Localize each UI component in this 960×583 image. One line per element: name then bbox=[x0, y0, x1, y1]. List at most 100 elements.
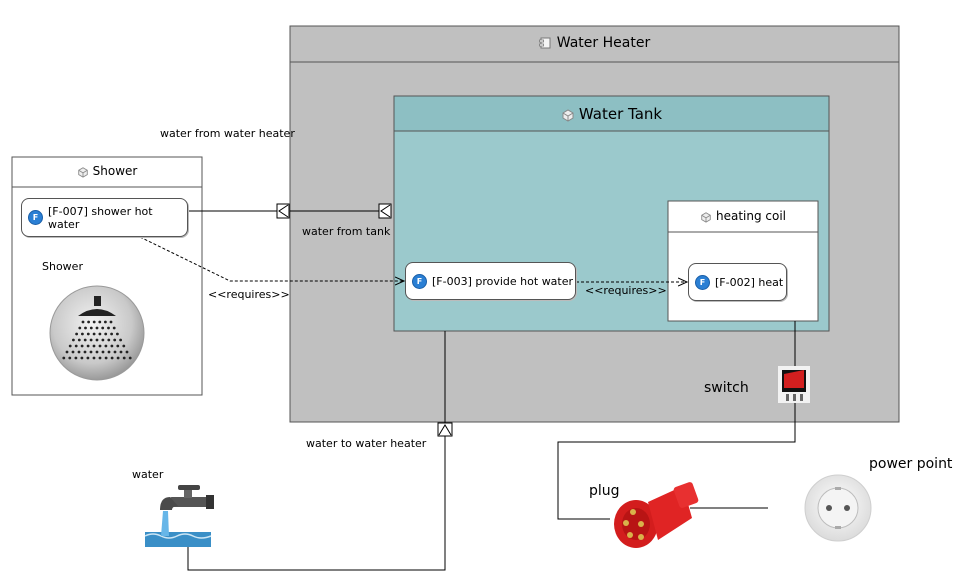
flow-water-to-heater bbox=[187, 331, 453, 571]
shower-spray-dot bbox=[98, 332, 102, 336]
shower-spray-dot bbox=[110, 332, 113, 336]
shower-spray-dot bbox=[80, 344, 84, 348]
shower-head-icon bbox=[49, 285, 145, 381]
shower-spray-dot bbox=[98, 344, 102, 348]
shower-spray-dot bbox=[104, 344, 108, 348]
shower-spray-dot bbox=[77, 350, 81, 354]
shower-spray-dot bbox=[89, 350, 93, 354]
shower-spray-dot bbox=[113, 338, 117, 342]
function-f002-label: [F-002] heat bbox=[715, 275, 784, 289]
shower-spray-dot bbox=[92, 332, 96, 336]
shower-spray-dot bbox=[87, 320, 90, 324]
component-icon bbox=[538, 37, 551, 49]
shower-spray-dot bbox=[112, 326, 116, 330]
shower-spray-dot bbox=[75, 332, 78, 336]
function-badge-icon: F bbox=[412, 273, 427, 289]
shower-spray-dot bbox=[72, 338, 75, 342]
label-water-from-tank: water from tank bbox=[302, 225, 391, 238]
shower-spray-dot bbox=[81, 332, 84, 336]
shower-spray-dot bbox=[119, 350, 123, 354]
shower-spray-dot bbox=[62, 356, 66, 360]
shower-spray-dot bbox=[86, 332, 90, 336]
label-switch: switch bbox=[704, 380, 749, 396]
function-f003-label: [F-003] provide hot water bbox=[432, 274, 574, 288]
shower-spray-dot bbox=[81, 320, 85, 324]
shower-spray-dot bbox=[78, 326, 82, 330]
shower-spray-dot bbox=[104, 320, 107, 324]
rocker-switch-icon bbox=[778, 366, 810, 403]
label-power-point: power point bbox=[869, 456, 953, 472]
function-f002[interactable]: F [F-002] heat bbox=[688, 263, 787, 301]
shower-spray-dot bbox=[98, 356, 102, 360]
block-icon bbox=[77, 166, 88, 178]
shower-spray-dot bbox=[107, 350, 111, 354]
shower-spray-dot bbox=[101, 350, 105, 354]
shower-spray-dot bbox=[101, 326, 105, 330]
shower-spray-dot bbox=[80, 356, 84, 360]
function-f007-label: [F-007] shower hot water bbox=[48, 204, 153, 231]
shower-spray-dot bbox=[77, 338, 81, 342]
function-f003[interactable]: F [F-003] provide hot water bbox=[405, 262, 576, 300]
label-requires-2: <<requires>> bbox=[585, 284, 667, 297]
shower-spray-dot bbox=[68, 356, 72, 360]
shower-spray-dot bbox=[95, 326, 99, 330]
shower-spray-dot bbox=[119, 338, 122, 342]
label-water-to-heater: water to water heater bbox=[306, 437, 427, 450]
shower-spray-dot bbox=[89, 326, 93, 330]
water-heater-title: Water Heater bbox=[290, 35, 899, 51]
plug-icon bbox=[614, 482, 699, 548]
shower-spray-dot bbox=[74, 344, 78, 348]
water-tank-title: Water Tank bbox=[394, 105, 829, 123]
function-badge-icon: F bbox=[28, 210, 43, 225]
label-shower-caption: Shower bbox=[42, 260, 83, 273]
requires-link-1 bbox=[139, 236, 404, 281]
shower-spray-dot bbox=[65, 350, 69, 354]
shower-spray-dot bbox=[104, 356, 108, 360]
function-badge-icon: F bbox=[695, 274, 710, 290]
shower-spray-dot bbox=[84, 326, 87, 330]
shower-spray-dot bbox=[86, 356, 90, 360]
heating-coil-label: heating coil bbox=[715, 209, 787, 223]
shower-spray-dot bbox=[110, 356, 114, 360]
shower-spray-dot bbox=[86, 344, 90, 348]
power-socket-icon bbox=[804, 474, 872, 542]
heating-coil-block[interactable] bbox=[667, 200, 819, 322]
shower-spray-dot bbox=[107, 326, 110, 330]
shower-spray-dot bbox=[89, 338, 93, 342]
electrical-wiring bbox=[557, 321, 796, 520]
shower-spray-dot bbox=[110, 344, 114, 348]
water-tank-label: Water Tank bbox=[578, 105, 663, 123]
shower-spray-dot bbox=[83, 350, 87, 354]
shower-spray-dot bbox=[71, 350, 75, 354]
shower-spray-dot bbox=[116, 332, 119, 336]
water-heater-label: Water Heater bbox=[556, 35, 651, 51]
block-icon bbox=[701, 211, 711, 223]
shower-spray-dot bbox=[116, 356, 120, 360]
shower-spray-dot bbox=[95, 350, 99, 354]
shower-spray-dot bbox=[101, 338, 105, 342]
shower-spray-dot bbox=[83, 338, 87, 342]
shower-spray-dot bbox=[92, 356, 96, 360]
shower-spray-dot bbox=[122, 356, 126, 360]
label-water: water bbox=[132, 468, 164, 481]
shower-spray-dot bbox=[68, 344, 72, 348]
label-water-from-heater: water from water heater bbox=[160, 127, 295, 140]
label-requires-1: <<requires>> bbox=[208, 288, 290, 301]
shower-spray-dot bbox=[92, 344, 96, 348]
label-plug: plug bbox=[589, 483, 620, 499]
block-icon bbox=[562, 108, 574, 122]
shower-spray-dot bbox=[104, 332, 108, 336]
shower-title: Shower bbox=[12, 164, 202, 178]
flow-water-from-heater bbox=[188, 203, 392, 219]
function-f007[interactable]: F [F-007] shower hot water bbox=[21, 198, 188, 237]
shower-spray-dot bbox=[95, 338, 99, 342]
shower-spray-dot bbox=[113, 350, 117, 354]
shower-spray-dot bbox=[109, 320, 113, 324]
shower-block-label: Shower bbox=[92, 164, 138, 178]
shower-spray-dot bbox=[107, 338, 111, 342]
shower-spray-dot bbox=[116, 344, 120, 348]
shower-spray-dot bbox=[74, 356, 78, 360]
heating-coil-title: heating coil bbox=[668, 209, 818, 223]
shower-spray-dot bbox=[128, 356, 132, 360]
